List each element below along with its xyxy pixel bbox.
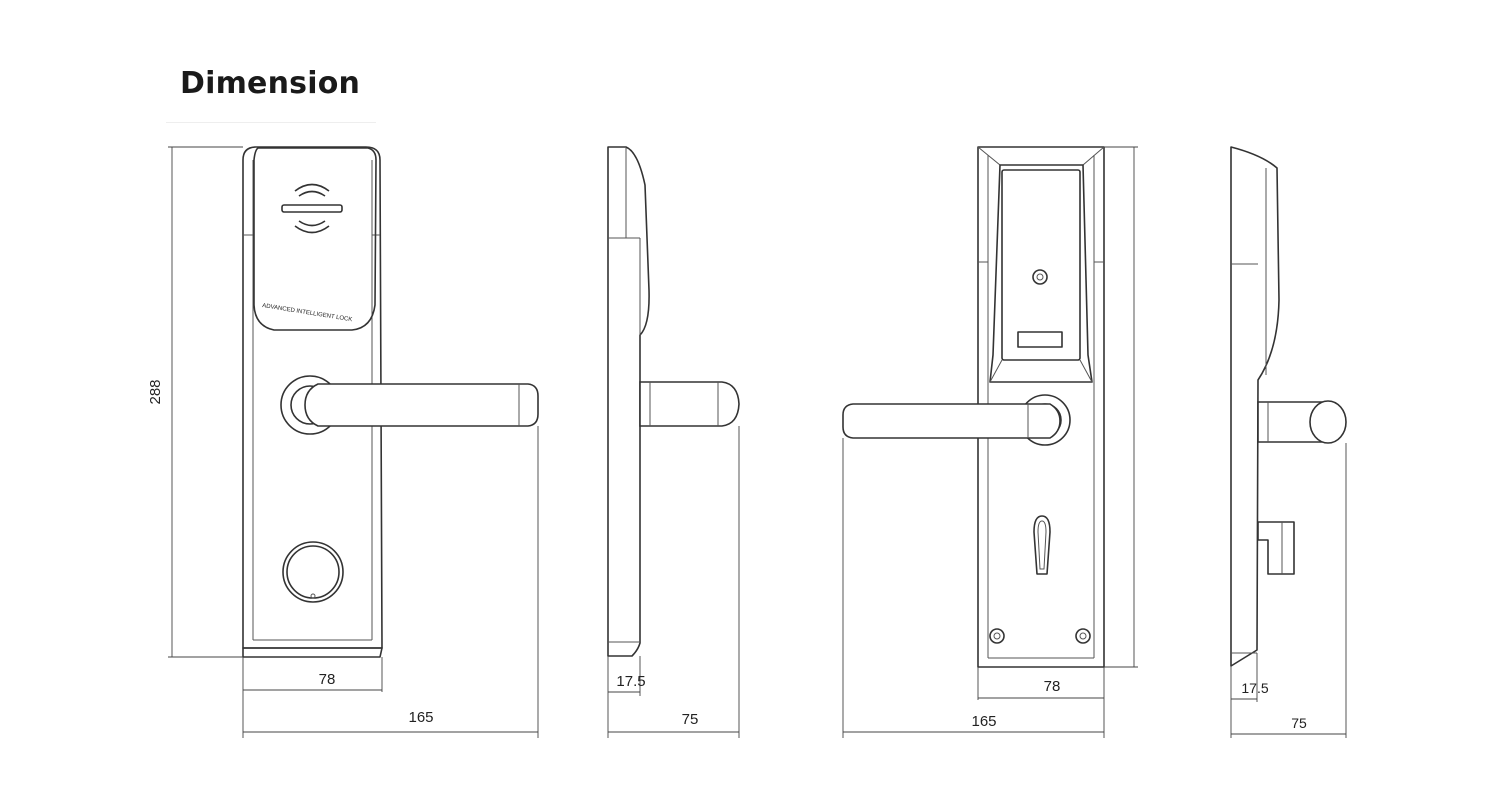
keyhole-icon <box>1033 515 1051 575</box>
left-plate-depth-label: 17.5 <box>616 673 645 690</box>
left-total-depth-label: 75 <box>682 711 699 728</box>
right-plate-depth-label: 17.5 <box>1241 680 1268 696</box>
right-total-depth-label: 75 <box>1291 715 1307 731</box>
title-underline <box>166 122 376 123</box>
front-plate-width-label: 78 <box>319 671 336 688</box>
screw-icon <box>989 628 1091 644</box>
front-height-label: 288 <box>147 379 164 404</box>
side-view-right: 17.5 75 <box>1230 146 1347 738</box>
front-total-width-label: 165 <box>408 709 433 726</box>
keyhole-icon <box>282 541 344 603</box>
back-plate-width-label: 78 <box>1044 678 1061 695</box>
side-view-left: 17.5 75 <box>607 146 740 738</box>
plate-brand-text: ADVANCED INTELLIGENT LOCK <box>262 303 353 323</box>
front-view: ADVANCED INTELLIGENT LOCK 288 78 165 <box>147 146 539 738</box>
rfid-card-icon <box>281 183 343 234</box>
back-total-width-label: 165 <box>971 713 996 730</box>
back-view: 78 165 <box>842 146 1138 738</box>
page-title: Dimension <box>180 66 361 101</box>
